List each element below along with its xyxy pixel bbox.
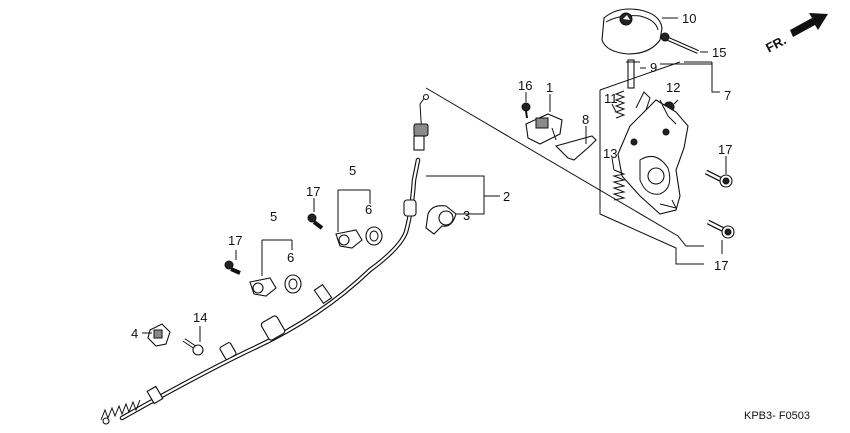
bolt-14 [182,338,204,356]
grommet-upper [365,226,383,246]
screw-small [521,102,531,119]
callout-14: 14 [193,310,207,325]
throttle-control-assembly [521,8,735,239]
callout-13: 13 [603,146,617,161]
callout-4: 4 [131,326,138,341]
cable-bracket [554,135,597,161]
callout-15: 15 [712,45,726,60]
callout-1: 1 [546,80,553,95]
callout-5a: 5 [349,163,356,178]
callout-7: 7 [724,88,731,103]
cable-holder-4 [147,323,171,347]
figure-code: KPB3- F0503 [744,410,810,422]
throttle-cable [100,93,430,425]
callout-10: 10 [682,11,696,26]
grommet-lower [284,274,302,294]
flange-bolt-right-lower [706,219,735,239]
lever-spring-lower [612,169,626,201]
callout-17a: 17 [306,184,320,199]
callout-17d: 17 [714,258,728,273]
callout-11: 11 [604,91,618,106]
bolt-17-left [224,260,241,275]
callout-16: 16 [518,78,532,93]
cable-clamp-3 [425,205,457,235]
callout-8: 8 [582,112,589,127]
front-direction-arrow-icon: FR. [763,13,828,55]
callout-6b: 6 [287,250,294,265]
callout-12: 12 [666,80,680,95]
bolt-17-middle [307,213,324,230]
callout-2: 2 [503,189,510,204]
pivot-bolt [660,32,699,54]
cable-clamp-lower [249,277,277,297]
direction-label: FR. [763,32,789,55]
callout-6a: 6 [365,202,372,217]
callout-17b: 17 [228,233,242,248]
cable-clamp-upper [335,229,363,249]
callout-5b: 5 [270,209,277,224]
flange-bolt-right-upper [704,169,733,188]
callout-3: 3 [463,208,470,223]
control-pin [627,59,635,89]
lever-spring-upper [614,90,626,119]
callout-9: 9 [650,60,657,75]
control-grip-knob [601,8,663,55]
callout-17c: 17 [718,142,732,157]
stop-switch [525,113,563,145]
